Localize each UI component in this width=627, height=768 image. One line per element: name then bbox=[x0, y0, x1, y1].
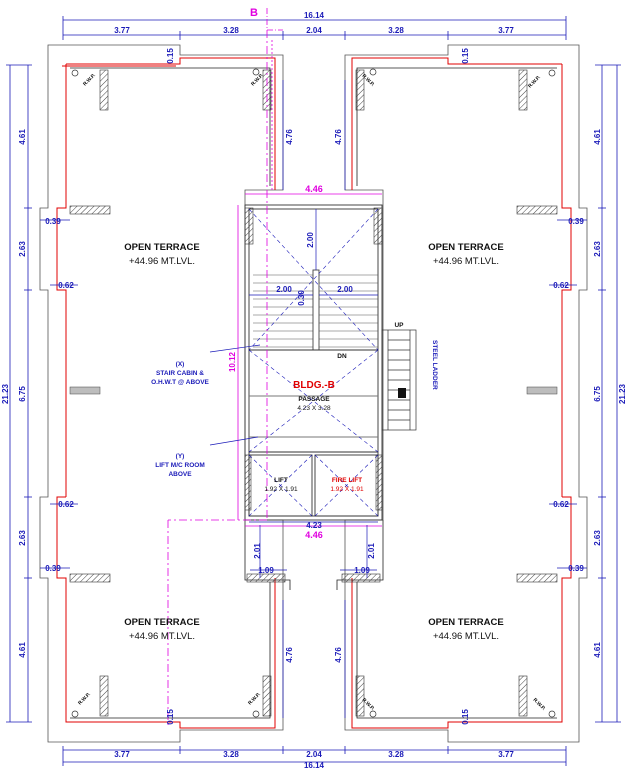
rwp-label-br2: R.W.P. bbox=[532, 697, 547, 712]
dim-062-tr: 0.62 bbox=[553, 281, 569, 290]
terrace-bl-level: +44.96 MT.LVL. bbox=[129, 631, 195, 642]
terrace-tr-level: +44.96 MT.LVL. bbox=[433, 256, 499, 267]
left-dim-4: 2.63 bbox=[18, 530, 27, 546]
dim-039-br: 0.39 bbox=[568, 564, 584, 573]
core-width-top: 4.46 bbox=[305, 184, 323, 194]
dim-015-tr: 0.15 bbox=[461, 48, 470, 64]
overall-depth-left: 21.23 bbox=[1, 383, 10, 404]
terrace-tl-level: +44.96 MT.LVL. bbox=[129, 256, 195, 267]
dim-062-tl: 0.62 bbox=[58, 281, 74, 290]
right-dim-2: 2.63 bbox=[593, 241, 602, 257]
hatched-columns bbox=[69, 69, 558, 717]
steel-ladder-label: STEEL LADDER bbox=[431, 340, 438, 390]
bottom-dim-2: 3.28 bbox=[223, 750, 239, 759]
rwp-markers bbox=[71, 68, 556, 718]
lift-label: LIFT bbox=[274, 477, 288, 484]
note-x-tag: (X) bbox=[176, 361, 185, 368]
fire-lift-size: 1.92 X 1.91 bbox=[330, 486, 364, 493]
core-inner-width: 4.23 bbox=[306, 521, 322, 530]
rwp-label-tr2: R.W.P. bbox=[527, 74, 542, 89]
core-diagonals bbox=[248, 208, 379, 517]
left-dim-1: 4.61 bbox=[18, 129, 27, 145]
right-dim-3: 6.75 bbox=[593, 386, 602, 402]
rwp-label-bl: R.W.P. bbox=[77, 691, 92, 706]
wall-stubs bbox=[69, 386, 558, 395]
dim-039-bl: 0.39 bbox=[45, 564, 61, 573]
dim-062-bl: 0.62 bbox=[58, 500, 74, 509]
terrace-bl-label: OPEN TERRACE bbox=[124, 617, 199, 628]
terrace-br-level: +44.96 MT.LVL. bbox=[433, 631, 499, 642]
flight-left: 2.00 bbox=[276, 285, 292, 294]
inner-dim-lines bbox=[40, 80, 587, 718]
bottom-dim-4: 3.28 bbox=[388, 750, 404, 759]
fire-lift-label: FIRE LIFT bbox=[332, 477, 362, 484]
note-y-line2: ABOVE bbox=[168, 471, 192, 478]
overall-width-top: 16.14 bbox=[304, 11, 325, 20]
dim-476-bl: 4.76 bbox=[285, 647, 294, 663]
steel-ladder bbox=[381, 329, 417, 431]
top-dim-4: 3.28 bbox=[388, 26, 404, 35]
dim-109-l: 1.09 bbox=[258, 566, 274, 575]
core-height: 10.12 bbox=[228, 351, 237, 372]
dim-015-br: 0.15 bbox=[461, 709, 470, 725]
left-dim-5: 4.61 bbox=[18, 642, 27, 658]
right-dim-4: 2.63 bbox=[593, 530, 602, 546]
stair-up-label: UP bbox=[394, 322, 404, 329]
terrace-tr-label: OPEN TERRACE bbox=[428, 242, 503, 253]
dim-039-tl: 0.39 bbox=[45, 217, 61, 226]
parapet-outline bbox=[39, 44, 588, 743]
dim-109-r: 1.09 bbox=[354, 566, 370, 575]
overall-width-bottom: 16.14 bbox=[304, 761, 325, 768]
passage-size: 4.23 X 3.28 bbox=[297, 405, 331, 412]
building-name: BLDG.-B bbox=[293, 380, 335, 391]
terrace-br-label: OPEN TERRACE bbox=[428, 617, 503, 628]
dim-476-tl: 4.76 bbox=[285, 129, 294, 145]
left-dim-3: 6.75 bbox=[18, 386, 27, 402]
steel-ladder-cap bbox=[398, 388, 406, 398]
right-dim-5: 4.61 bbox=[593, 642, 602, 658]
right-dim-1: 4.61 bbox=[593, 129, 602, 145]
terrace-inner-outlines bbox=[70, 67, 557, 719]
stair-dn-label: DN bbox=[337, 353, 347, 360]
dim-476-tr: 4.76 bbox=[334, 129, 343, 145]
dim-015-bl: 0.15 bbox=[166, 709, 175, 725]
bottom-dim-1: 3.77 bbox=[114, 750, 130, 759]
top-dim-1: 3.77 bbox=[114, 26, 130, 35]
passage-label: PASSAGE bbox=[298, 396, 330, 403]
stair-depth: 2.00 bbox=[306, 232, 315, 248]
core bbox=[244, 204, 383, 521]
overall-depth-right: 21.23 bbox=[618, 383, 627, 404]
note-x-line1: STAIR CABIN & bbox=[156, 370, 204, 377]
note-leaders bbox=[209, 344, 261, 446]
section-line bbox=[167, 8, 382, 725]
rwp-label-tl: R.W.P. bbox=[82, 72, 97, 87]
bottom-dim-3: 2.04 bbox=[306, 750, 322, 759]
left-dim-2: 2.63 bbox=[18, 241, 27, 257]
core-width-bottom: 4.46 bbox=[305, 530, 323, 540]
note-y-line1: LIFT M/C ROOM bbox=[155, 462, 204, 469]
terrace-walls bbox=[56, 57, 572, 729]
dim-062-br: 0.62 bbox=[553, 500, 569, 509]
dim-201-l: 2.01 bbox=[253, 543, 262, 559]
top-dim-5: 3.77 bbox=[498, 26, 514, 35]
note-x-line2: O.H.W.T @ ABOVE bbox=[151, 379, 209, 386]
flight-right: 2.00 bbox=[337, 285, 353, 294]
lift-size: 1.92 X 1.91 bbox=[264, 486, 298, 493]
landing-gap: 0.30 bbox=[297, 290, 306, 306]
rwp-label-bc: R.W.P. bbox=[247, 691, 262, 706]
dim-039-tr: 0.39 bbox=[568, 217, 584, 226]
dim-201-r: 2.01 bbox=[367, 543, 376, 559]
bottom-dim-5: 3.77 bbox=[498, 750, 514, 759]
dim-476-br: 4.76 bbox=[334, 647, 343, 663]
dimension-lines bbox=[6, 16, 621, 766]
section-marker: B bbox=[250, 7, 258, 19]
terrace-tl-label: OPEN TERRACE bbox=[124, 242, 199, 253]
dim-015-tl: 0.15 bbox=[166, 48, 175, 64]
top-dim-3: 2.04 bbox=[306, 26, 322, 35]
top-dim-2: 3.28 bbox=[223, 26, 239, 35]
note-y-tag: (Y) bbox=[176, 453, 185, 460]
